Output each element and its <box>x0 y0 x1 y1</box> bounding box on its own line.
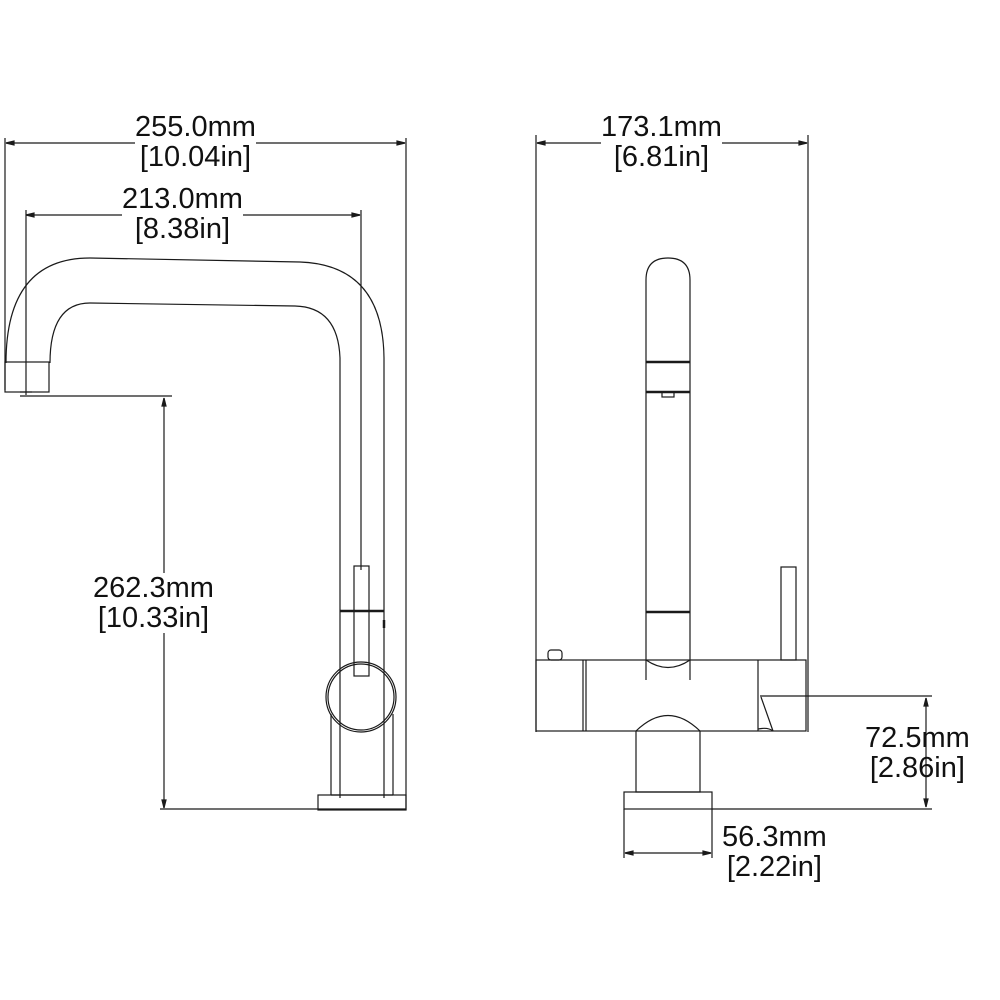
spout-column <box>645 257 691 680</box>
front-width-mm: 173.1mm <box>601 111 722 143</box>
spout-reach-label: 213.0mm [8.38in] <box>122 184 243 244</box>
front-width-label: 173.1mm [6.81in] <box>601 112 722 172</box>
spout-reach-in: [8.38in] <box>134 213 231 245</box>
overall-width-label: 255.0mm [10.04in] <box>135 112 256 172</box>
base-diameter-in: [2.22in] <box>726 851 822 883</box>
front-base <box>623 791 713 810</box>
handle-lever <box>353 565 370 677</box>
front-handle-lever <box>780 566 797 661</box>
aerator <box>4 361 50 393</box>
spout-height-mm: 262.3mm <box>93 572 214 604</box>
base-diameter-label: 56.3mm [2.22in] <box>722 822 827 882</box>
overall-width-in: [10.04in] <box>139 141 252 173</box>
base-diameter-mm: 56.3mm <box>722 821 827 853</box>
arrow-icon <box>5 140 406 146</box>
spout-outer-contour <box>5 257 385 798</box>
body-height-in: [2.86in] <box>869 752 965 784</box>
button-knob <box>547 649 563 661</box>
base-plate <box>317 794 407 811</box>
front-stem <box>635 715 701 793</box>
overall-width-mm: 255.0mm <box>135 111 256 143</box>
body-height-mm: 72.5mm <box>865 722 970 754</box>
front-width-in: [6.81in] <box>613 141 710 173</box>
spout-height-label: 262.3mm [10.33in] <box>93 573 214 633</box>
spout-reach-mm: 213.0mm <box>122 183 243 215</box>
handle-hub <box>325 661 397 733</box>
spout-inner-contour <box>49 302 341 798</box>
body-height-label: 72.5mm [2.86in] <box>865 723 970 783</box>
spout-height-in: [10.33in] <box>97 602 210 634</box>
